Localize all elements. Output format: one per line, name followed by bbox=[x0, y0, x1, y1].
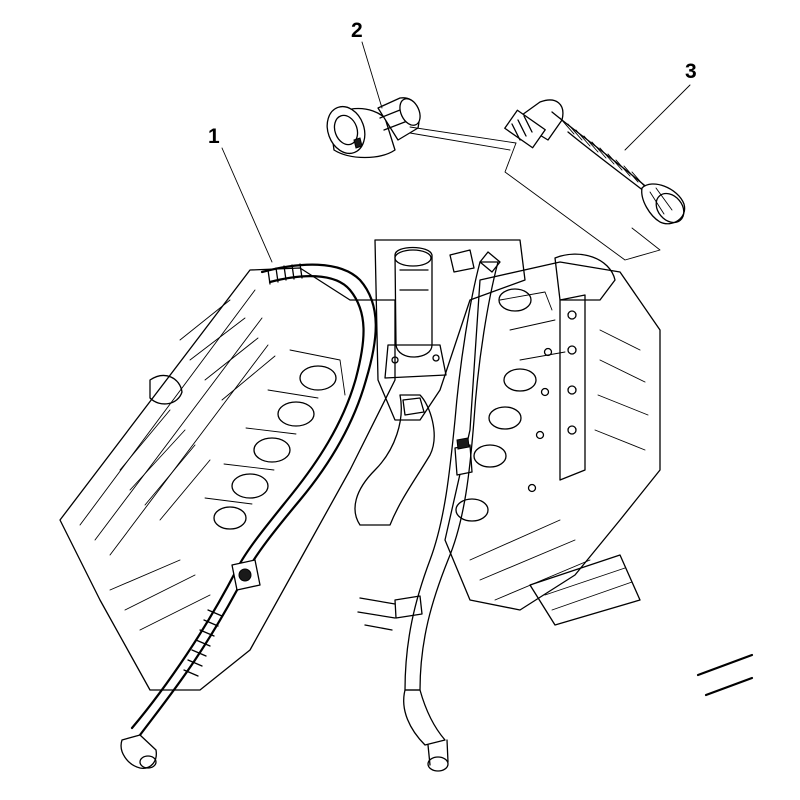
elbow-connector bbox=[326, 97, 421, 159]
callout-label-2: 2 bbox=[351, 19, 363, 42]
breather-hose-long bbox=[120, 263, 377, 769]
left-bank-ports bbox=[204, 349, 346, 530]
corrugated-hose bbox=[504, 99, 686, 225]
callout-leaders bbox=[221, 41, 691, 263]
right-bank-ports bbox=[455, 288, 537, 522]
engine-block-illustration bbox=[59, 142, 754, 772]
callout-label-1: 1 bbox=[208, 125, 220, 148]
callout-label-3: 3 bbox=[685, 60, 697, 83]
